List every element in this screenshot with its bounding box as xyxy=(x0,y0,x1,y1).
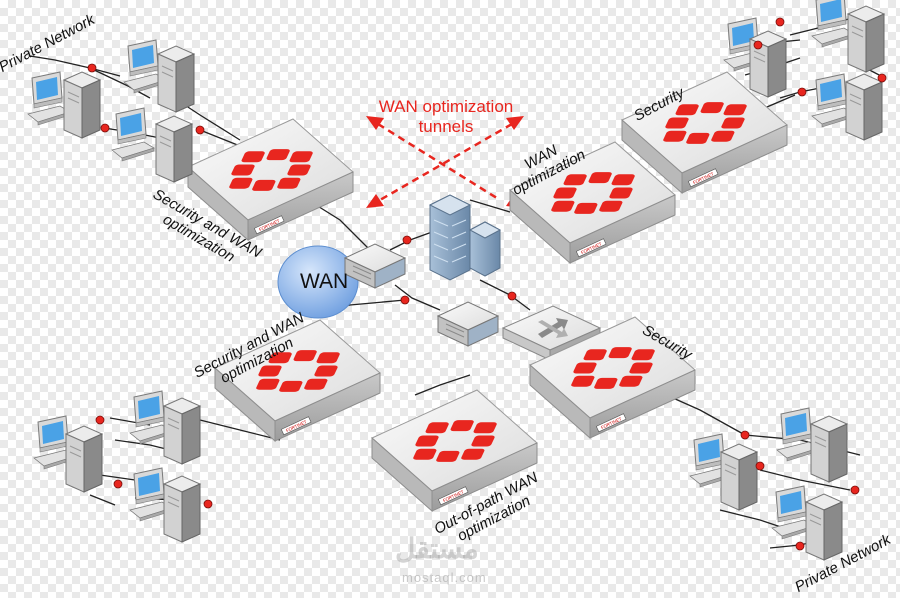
watermark-logo: مستقل xyxy=(395,533,479,564)
wan-cloud-label: WAN xyxy=(300,270,349,293)
wan-tunnels-label: WAN optimization tunnels xyxy=(378,97,514,136)
server-tower-icon xyxy=(810,415,848,483)
server-tower-icon xyxy=(163,397,201,465)
server-tower-icon xyxy=(63,71,101,139)
desktop-computer-icon xyxy=(111,107,155,162)
server-tower-icon xyxy=(65,425,103,493)
server-tower-icon xyxy=(749,30,787,98)
private-network-bottom-right xyxy=(689,407,848,561)
server-tower-icon xyxy=(845,73,883,141)
server-tower-icon xyxy=(157,45,195,113)
wan-tunnel-arrows xyxy=(366,116,524,208)
router-icon xyxy=(437,301,499,347)
server-tower-icon xyxy=(805,493,843,561)
server-tower-icon xyxy=(163,475,201,543)
wan-cloud-icon xyxy=(277,245,359,319)
private-network-bottom-left xyxy=(33,390,201,543)
server-tower-icon xyxy=(847,5,885,73)
watermark-domain: mostaql.com xyxy=(402,570,487,585)
private-network-top-left xyxy=(27,39,195,183)
building-icon xyxy=(428,194,502,281)
server-tower-icon xyxy=(155,115,193,183)
server-tower-icon xyxy=(720,443,758,511)
